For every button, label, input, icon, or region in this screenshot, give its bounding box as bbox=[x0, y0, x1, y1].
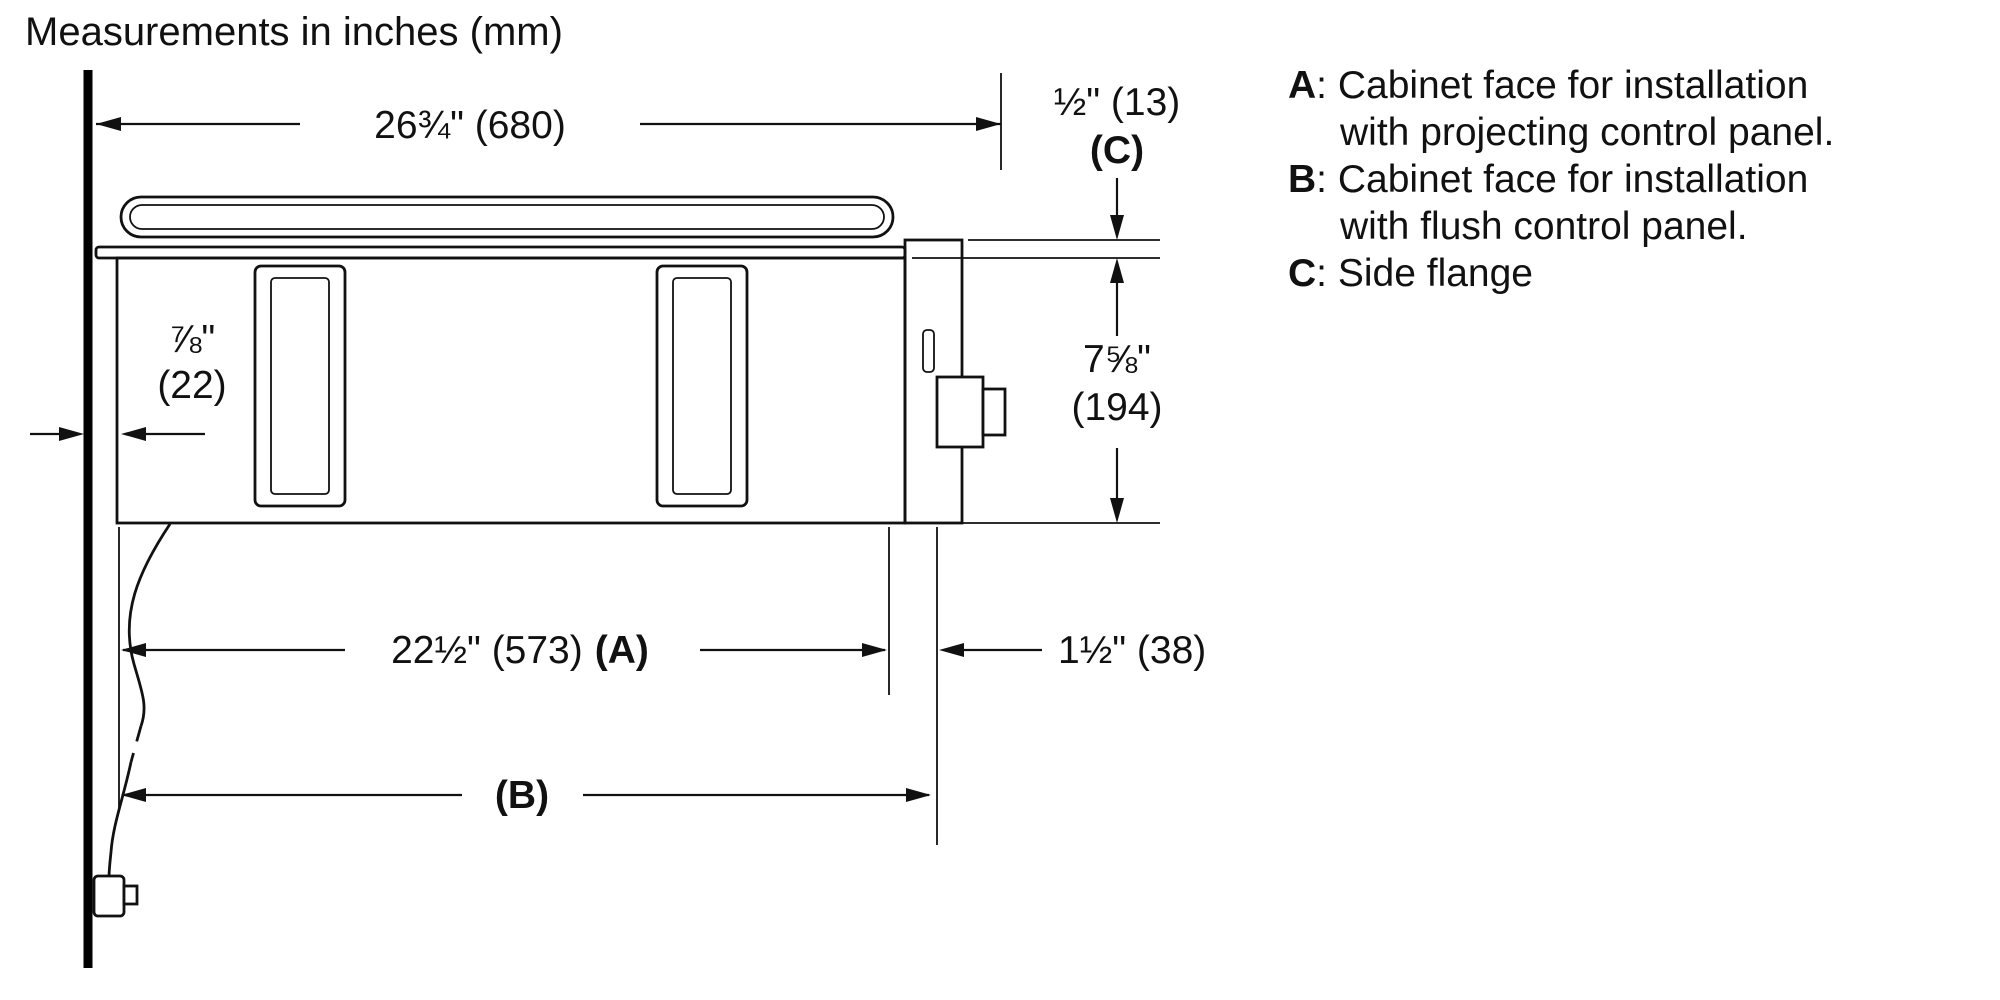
cord-dashed-segment bbox=[129, 725, 143, 763]
dim-wall-gap-inches-label: ⅞" bbox=[169, 318, 215, 361]
dim-depth-a-value: 22½" (573) bbox=[391, 629, 583, 672]
bracket-right-inner bbox=[672, 277, 732, 495]
legend-item-b: B: Cabinet face for installation bbox=[1288, 156, 1834, 203]
page-title: Measurements in inches (mm) bbox=[25, 10, 563, 54]
arrow-right-icon bbox=[906, 788, 931, 802]
dim-depth-a: 22½" (573) (A) bbox=[118, 527, 890, 812]
knob-base bbox=[935, 375, 985, 449]
arrow-left-icon bbox=[96, 117, 121, 131]
dim-wall-gap-mm-label: (22) bbox=[157, 364, 226, 407]
body-outline bbox=[115, 256, 907, 525]
handle-inner bbox=[129, 204, 885, 230]
power-cord bbox=[92, 523, 172, 918]
legend-text-a-line1: Cabinet face for installation bbox=[1337, 64, 1809, 107]
arrow-down-icon bbox=[1110, 215, 1124, 240]
legend-sep-b: : bbox=[1316, 158, 1338, 201]
bracket-right-outer bbox=[655, 264, 749, 508]
control-panel bbox=[903, 238, 1007, 525]
arrow-up-icon bbox=[1110, 258, 1124, 283]
cord-lower-segment bbox=[107, 761, 133, 879]
arrow-left-icon bbox=[121, 788, 146, 802]
arrow-left-icon bbox=[121, 643, 146, 657]
legend-text-c-line1: Side flange bbox=[1337, 252, 1533, 295]
dim-height-mm-label: (194) bbox=[1071, 386, 1162, 429]
legend: A: Cabinet face for installation with pr… bbox=[1288, 62, 1834, 297]
legend-text-b-line1: Cabinet face for installation bbox=[1337, 158, 1809, 201]
dim-flange-letter-label: (C) bbox=[1090, 129, 1144, 172]
dim-top-width-label: 26¾" (680) bbox=[374, 104, 566, 147]
arrow-right-icon bbox=[862, 643, 887, 657]
cord-upper-segment bbox=[127, 523, 172, 727]
bracket-left-outer bbox=[253, 264, 347, 508]
legend-key-b: B bbox=[1288, 158, 1317, 201]
legend-item-a: A: Cabinet face for installation bbox=[1288, 62, 1834, 109]
arrow-left-icon bbox=[939, 643, 964, 657]
bracket-left-inner bbox=[270, 277, 330, 495]
knob-front bbox=[981, 387, 1007, 437]
drawer-lid bbox=[94, 245, 907, 260]
legend-text-a-line2: with projecting control panel. bbox=[1340, 111, 1835, 154]
dim-side-flange: ½" (13) (C) bbox=[912, 81, 1181, 259]
legend-sep-a: : bbox=[1316, 64, 1338, 107]
arrow-right-icon bbox=[59, 427, 84, 441]
dim-panel-depth-label: 1½" (38) bbox=[1058, 629, 1206, 672]
legend-key-c: C bbox=[1288, 252, 1317, 295]
panel-slot bbox=[922, 329, 935, 373]
dim-depth-a-letter: (A) bbox=[595, 629, 649, 672]
appliance-body bbox=[94, 195, 1007, 525]
dim-wall-gap: ⅞" (22) bbox=[30, 318, 227, 441]
arrow-down-icon bbox=[1110, 498, 1124, 523]
plug-prong bbox=[122, 884, 139, 906]
dim-depth-a-label: 22½" (573) (A) bbox=[391, 629, 649, 672]
legend-text-b-line2: with flush control panel. bbox=[1340, 205, 1748, 248]
bracket-right bbox=[655, 264, 749, 508]
dim-depth-b-label: (B) bbox=[495, 774, 549, 817]
plug-body bbox=[92, 874, 126, 918]
bracket-left bbox=[253, 264, 347, 508]
dim-flange-label: ½" (13) bbox=[1054, 81, 1181, 124]
arrow-right-icon bbox=[976, 117, 1001, 131]
dim-panel-depth: 1½" (38) bbox=[936, 527, 1206, 845]
dim-height: 7⅝" (194) bbox=[940, 258, 1163, 524]
dim-height-inches-label: 7⅝" bbox=[1083, 338, 1151, 381]
arrow-left-icon bbox=[121, 427, 146, 441]
handle-outer bbox=[119, 195, 895, 239]
dim-top-width: 26¾" (680) bbox=[96, 73, 1002, 170]
dim-depth-b: (B) bbox=[121, 774, 931, 817]
legend-item-c: C: Side flange bbox=[1288, 250, 1834, 297]
legend-sep-c: : bbox=[1316, 252, 1338, 295]
legend-key-a: A bbox=[1288, 64, 1317, 107]
